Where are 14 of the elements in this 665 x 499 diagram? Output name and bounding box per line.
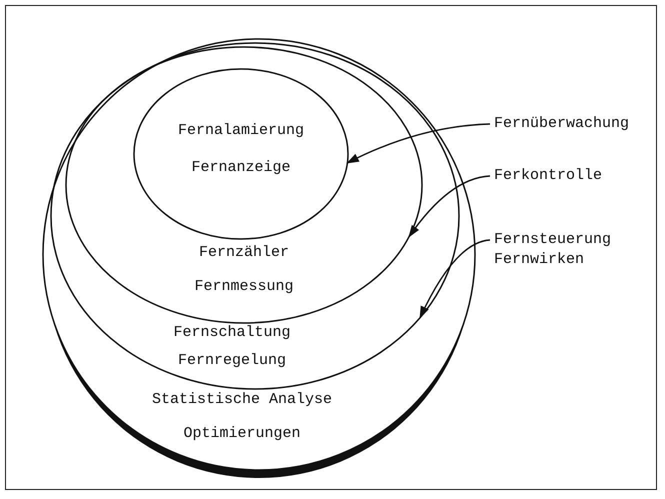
region-label: Fernzähler — [199, 244, 289, 262]
callout-label: Fernüberwachung — [494, 114, 630, 134]
callout-label: Ferkontrolle — [494, 166, 602, 186]
region-label: Optimierungen — [183, 425, 301, 443]
leader-arrow — [408, 175, 490, 238]
region-label: Fernalamierung — [178, 122, 304, 140]
callout-label: Fernwirken — [494, 250, 584, 270]
region-label: Statistische Analyse — [152, 391, 332, 409]
region-label: Fernanzeige — [191, 159, 291, 177]
callout-label: Fernsteuerung — [494, 230, 612, 250]
leader-arrow — [346, 123, 490, 164]
region-label: Fernregelung — [178, 352, 286, 370]
region-label: Fernschaltung — [173, 324, 291, 342]
region-label: Fernmessung — [194, 278, 294, 296]
